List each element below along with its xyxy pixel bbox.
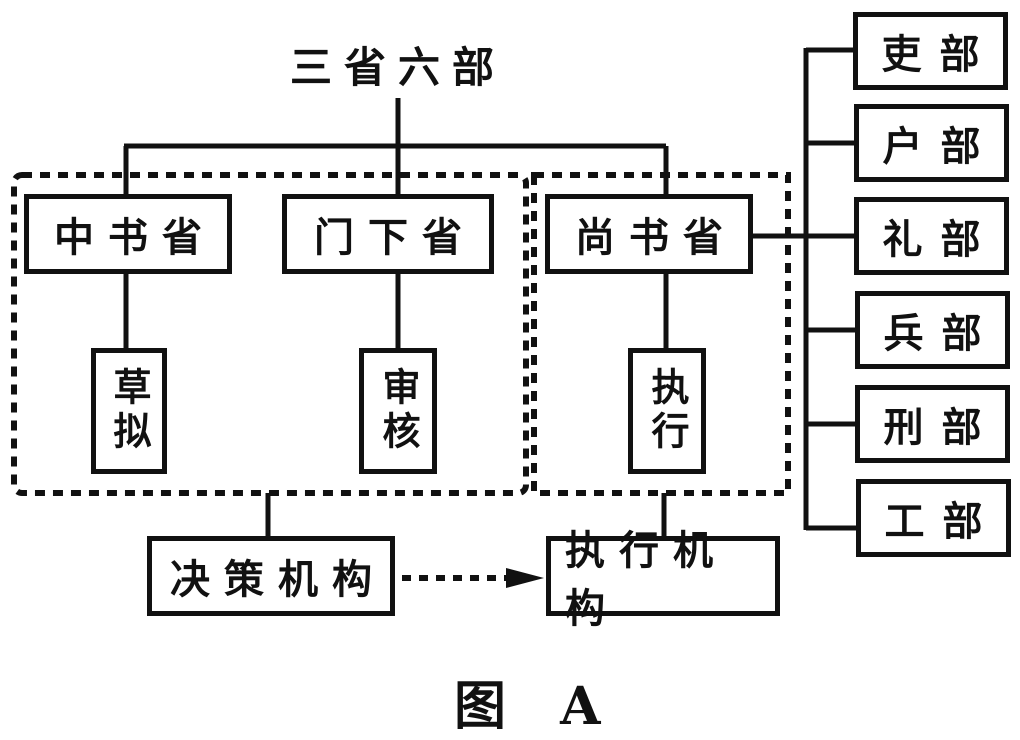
ministry-war: 兵部 (855, 291, 1010, 369)
province-menxia: 门下省 (282, 194, 494, 274)
function-execute: 执行 (628, 348, 706, 474)
province-zhongshu: 中书省 (24, 194, 232, 274)
execution-body-label: 执行机构 (546, 527, 780, 632)
ministry-revenue: 户部 (854, 104, 1009, 182)
ministry-rites: 礼部 (854, 197, 1009, 275)
ministry-justice: 刑部 (855, 385, 1010, 463)
diagram-title: 三省六部 (290, 43, 507, 92)
figure-caption: 图 A (454, 676, 619, 737)
function-draft: 草拟 (91, 348, 167, 474)
ministry-works: 工部 (856, 479, 1011, 557)
function-review: 审核 (359, 348, 437, 474)
province-shangshu: 尚书省 (545, 194, 753, 274)
ministry-personnel: 吏部 (853, 12, 1008, 90)
decision-body-label: 决策机构 (147, 536, 395, 616)
execution-group-outline (531, 172, 791, 496)
flow-arrowhead (506, 568, 544, 588)
